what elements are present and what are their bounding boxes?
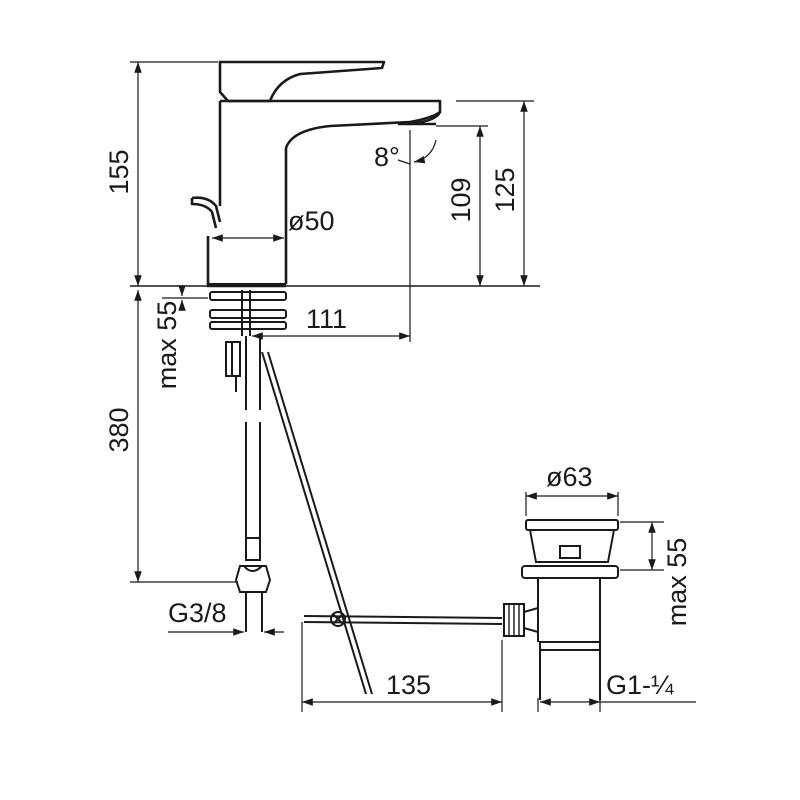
waste-assembly [503,519,619,700]
supply-hose [234,336,272,632]
dim-label-380: 380 [104,407,134,452]
dim-label-109: 109 [446,177,476,222]
faucet-lever [218,60,386,103]
mounting-kit [209,290,287,392]
dimension-lines [130,61,696,712]
dim-label-waste-diameter: ø63 [546,462,593,492]
faucet-body [190,60,442,288]
popup-rod [190,196,222,229]
dim-label-max55-deck: max 55 [152,301,182,390]
dim-label-body-diameter: ø50 [288,206,335,236]
dim-label-135: 135 [386,670,431,700]
dim-label-max55-waste: max 55 [662,538,692,627]
dim-label-g114: G1-¼ [606,670,674,700]
dim-label-g38: G3/8 [168,598,227,628]
dim-label-angle: 8° [374,142,400,172]
dim-label-125: 125 [490,167,520,212]
faucet-spout [220,99,442,284]
dim-label-111: 111 [306,304,347,334]
popup-linkage [261,351,503,695]
dim-label-155: 155 [104,149,134,194]
